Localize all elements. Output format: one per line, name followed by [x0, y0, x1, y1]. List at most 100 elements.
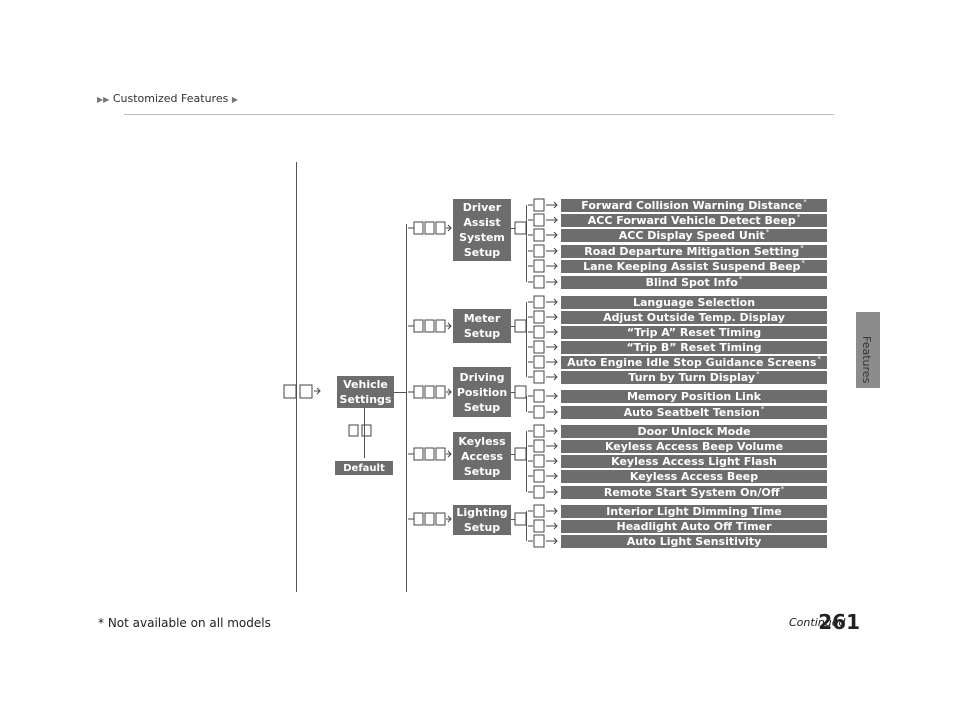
- branch-line: [526, 205, 527, 282]
- setting-item-label: Forward Collision Warning Distance: [581, 199, 803, 212]
- setting-item-label: Keyless Access Beep Volume: [604, 440, 784, 453]
- footnote-star: *: [817, 355, 821, 363]
- root-connector: [394, 392, 406, 393]
- dial-icon: [528, 370, 558, 384]
- setting-item-label: Keyless Access Beep: [629, 470, 759, 483]
- footnote-star: *: [803, 198, 807, 206]
- group-trunk-line: [406, 224, 407, 592]
- dial-icon: [514, 447, 527, 461]
- setting-item-label: Auto Light Sensitivity: [626, 535, 762, 548]
- setting-item: Lane Keeping Assist Suspend Beep*: [561, 260, 827, 273]
- dial-icon: [528, 454, 558, 468]
- setting-item-label: “Trip A” Reset Timing: [626, 326, 762, 339]
- group-box: Driver Assist System Setup: [453, 199, 511, 261]
- setting-item: ACC Display Speed Unit*: [561, 229, 827, 242]
- setting-item: Turn by Turn Display*: [561, 371, 827, 384]
- footnote-star: *: [801, 259, 805, 267]
- setting-item-label: Auto Engine Idle Stop Guidance Screens: [567, 356, 817, 369]
- dial-icons: [283, 384, 321, 399]
- group-box: Meter Setup: [453, 309, 511, 343]
- dial-icon: [528, 325, 558, 339]
- group-box: Lighting Setup: [453, 505, 511, 535]
- setting-item-label: Door Unlock Mode: [637, 425, 751, 438]
- setting-item: Keyless Access Beep Volume: [561, 440, 827, 453]
- setting-item-label: Language Selection: [632, 296, 756, 309]
- footnote-star: *: [765, 228, 770, 236]
- dial-icon: [528, 485, 558, 499]
- breadcrumb: ▶▶ Customized Features ▶: [97, 92, 238, 105]
- dial-icon: [514, 221, 527, 235]
- dial-icon: [528, 198, 558, 212]
- continued-label: Continued: [789, 616, 846, 629]
- dial-icon: [528, 244, 558, 258]
- dial-icons: [348, 424, 372, 437]
- dial-icon: [528, 275, 558, 289]
- dial-icon: [514, 319, 527, 333]
- setting-item: “Trip B” Reset Timing: [561, 341, 827, 354]
- breadcrumb-text: Customized Features: [112, 92, 229, 105]
- setting-item-label: ACC Forward Vehicle Detect Beep: [587, 214, 796, 227]
- branch-line: [526, 431, 527, 492]
- setting-item-label: Blind Spot Info: [645, 276, 738, 289]
- group-box: Driving Position Setup: [453, 367, 511, 417]
- setting-item: Keyless Access Light Flash: [561, 455, 827, 468]
- section-tab-label: Features: [860, 336, 873, 384]
- setting-item: Auto Engine Idle Stop Guidance Screens*: [561, 356, 827, 369]
- setting-item: Adjust Outside Temp. Display: [561, 311, 827, 324]
- dial-icon: [528, 469, 558, 483]
- dial-icon: [528, 295, 558, 309]
- setting-item: Interior Light Dimming Time: [561, 505, 827, 518]
- branch-line: [526, 302, 527, 377]
- setting-item-label: Remote Start System On/Off: [603, 486, 780, 499]
- dial-icon: [528, 405, 558, 419]
- setting-item: Auto Light Sensitivity: [561, 535, 827, 548]
- dial-icon: [528, 213, 558, 227]
- setting-item-label: Lane Keeping Assist Suspend Beep: [583, 260, 801, 273]
- default-box: Default: [335, 461, 393, 475]
- dial-icon: [528, 389, 558, 403]
- setting-item: Road Departure Mitigation Setting*: [561, 245, 827, 258]
- dial-icon: [528, 340, 558, 354]
- dial-icon: [528, 310, 558, 324]
- dial-icon: [528, 355, 558, 369]
- setting-item-label: Interior Light Dimming Time: [606, 505, 782, 518]
- dial-icon: [514, 512, 527, 526]
- outer-loop-line: [296, 162, 297, 592]
- setting-item-label: Keyless Access Light Flash: [611, 455, 777, 468]
- dial-icon: [514, 385, 527, 399]
- header-rule: [124, 114, 834, 115]
- footnote-star: *: [796, 213, 801, 221]
- setting-item-label: “Trip B” Reset Timing: [626, 341, 762, 354]
- dial-icon: [528, 519, 558, 533]
- branch-line: [526, 511, 527, 541]
- setting-item: Language Selection: [561, 296, 827, 309]
- vehicle-settings-box: Vehicle Settings: [337, 376, 394, 408]
- setting-item-label: Auto Seatbelt Tension: [623, 406, 760, 419]
- section-tab: [856, 312, 880, 388]
- setting-item: Auto Seatbelt Tension*: [561, 406, 827, 419]
- triangle-icon: ▶: [231, 95, 238, 104]
- dial-icons: [408, 319, 452, 333]
- setting-item: Door Unlock Mode: [561, 425, 827, 438]
- setting-item: Remote Start System On/Off*: [561, 486, 827, 499]
- setting-item: “Trip A” Reset Timing: [561, 326, 827, 339]
- setting-item-label: Adjust Outside Temp. Display: [603, 311, 785, 324]
- setting-item: ACC Forward Vehicle Detect Beep*: [561, 214, 827, 227]
- dial-icon: [528, 504, 558, 518]
- dial-icon: [528, 424, 558, 438]
- footnote-star: *: [780, 485, 785, 493]
- group-box: Keyless Access Setup: [453, 432, 511, 480]
- dial-icons: [408, 221, 452, 235]
- setting-item-label: Memory Position Link: [627, 390, 761, 403]
- dial-icon: [528, 228, 558, 242]
- dial-icon: [528, 259, 558, 273]
- footnote-star: *: [760, 405, 765, 413]
- dial-icon: [528, 439, 558, 453]
- setting-item-label: ACC Display Speed Unit: [618, 229, 765, 242]
- triangle-icon: ▶▶: [97, 95, 110, 104]
- setting-item: Forward Collision Warning Distance*: [561, 199, 827, 212]
- setting-item-label: Road Departure Mitigation Setting: [584, 245, 800, 258]
- footnote: * Not available on all models: [98, 616, 271, 630]
- footnote-star: *: [738, 275, 743, 283]
- page-number: 261: [818, 610, 860, 634]
